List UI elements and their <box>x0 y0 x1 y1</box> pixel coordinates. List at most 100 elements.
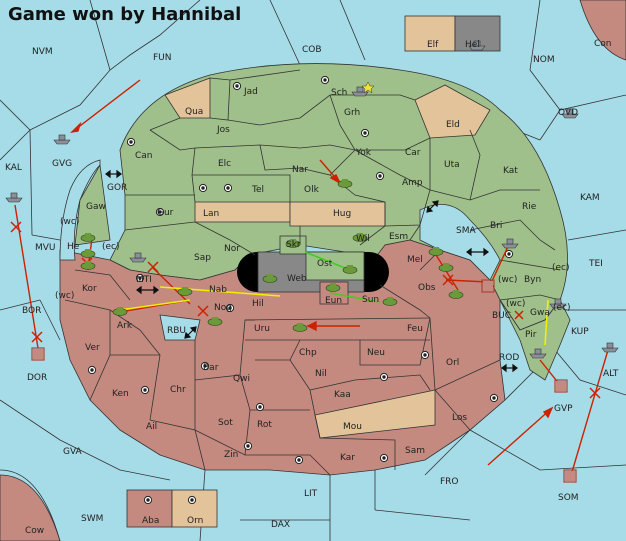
label-lit: LIT <box>304 489 318 499</box>
label-ovd: OVD <box>558 108 578 118</box>
label-sun: Sun <box>362 295 379 305</box>
label-elc: Elc <box>218 159 231 169</box>
label-wc-3: (wc) <box>55 291 74 301</box>
label-sap: Sap <box>194 253 211 263</box>
support-orders-yellow <box>119 286 549 346</box>
label-cow: Cow <box>25 526 44 536</box>
label-gva: GVA <box>63 447 83 457</box>
label-lan: Lan <box>203 209 219 219</box>
label-gur: Gur <box>157 208 174 218</box>
inner-bay-gor <box>59 159 101 261</box>
label-nab: Nab <box>209 285 227 295</box>
label-byn: Byn <box>524 275 541 285</box>
label-gor: GOR <box>107 183 127 193</box>
label-sam: Sam <box>405 446 425 456</box>
label-bar: Bar <box>203 363 219 373</box>
label-rie: Rie <box>522 202 537 212</box>
label-chr: Chr <box>170 385 186 395</box>
label-nor: Nor <box>224 244 240 254</box>
label-nvm: NVM <box>32 47 53 57</box>
label-obs: Obs <box>418 283 436 293</box>
game-title: Game won by Hannibal <box>8 4 241 25</box>
armies <box>80 179 464 332</box>
label-mou: Mou <box>343 422 362 432</box>
double-arrows <box>105 169 518 373</box>
label-ver: Ver <box>85 343 100 353</box>
label-olk: Olk <box>304 185 320 195</box>
label-rot: Rot <box>257 420 272 430</box>
label-gaw: Gaw <box>86 202 106 212</box>
dislodged-fills <box>33 281 575 481</box>
label-buc: BUC <box>492 311 511 321</box>
label-uta: Uta <box>444 160 460 170</box>
region-east-arm <box>499 299 571 381</box>
support-orders-green <box>304 251 381 303</box>
label-amp: Amp <box>402 178 423 188</box>
label-wc-4: (wc) <box>506 299 525 309</box>
label-ec-1: (ec) <box>102 242 120 252</box>
label-car: Car <box>405 148 421 158</box>
label-ail: Ail <box>146 422 157 432</box>
label-ark: Ark <box>117 321 133 331</box>
province-labels: NVM FUN COB NOM Con Elf Hel Jad Sch Qua … <box>5 39 619 536</box>
label-qua: Qua <box>185 107 203 117</box>
region-gaw <box>74 163 111 246</box>
label-som: SOM <box>558 493 579 503</box>
label-qwi: Qwi <box>233 374 250 384</box>
label-sch: Sch <box>331 88 347 98</box>
label-skr: Skr <box>286 240 301 250</box>
label-rod: ROD <box>499 353 519 363</box>
label-mti: MTI <box>136 275 152 285</box>
label-kat: Kat <box>503 166 518 176</box>
label-alt: ALT <box>603 369 619 379</box>
label-orn: Orn <box>187 516 203 526</box>
label-esm: Esm <box>389 232 408 242</box>
supply-centers <box>87 75 514 505</box>
red-borders <box>64 249 501 476</box>
label-con: Con <box>594 39 612 49</box>
label-tei: TEI <box>588 259 603 269</box>
dislodged-markers <box>31 279 577 483</box>
label-can: Can <box>135 151 153 161</box>
label-wil: Wil <box>356 234 370 244</box>
label-orl: Orl <box>446 358 459 368</box>
label-ec-2: (ec) <box>552 263 570 273</box>
fleets <box>5 40 619 359</box>
label-gvp: GVP <box>554 404 573 414</box>
label-feu: Feu <box>407 324 423 334</box>
label-jos: Jos <box>216 125 230 135</box>
label-grh: Grh <box>344 108 360 118</box>
label-ec-3: (ec) <box>553 303 571 313</box>
label-neu: Neu <box>367 348 385 358</box>
label-nom: NOM <box>533 55 555 65</box>
label-mvu: MVU <box>35 243 56 253</box>
label-swm: SWM <box>81 514 103 524</box>
label-gvg: GVG <box>52 159 72 169</box>
label-kal: KAL <box>5 163 22 173</box>
label-dor: DOR <box>27 373 47 383</box>
label-los: Los <box>452 413 467 423</box>
label-dax: DAX <box>271 520 290 530</box>
label-bri: Bri <box>490 221 502 231</box>
label-kor: Kor <box>82 284 97 294</box>
label-mel: Mel <box>407 255 423 265</box>
label-nil: Nil <box>315 369 327 379</box>
label-web: Web <box>287 274 307 284</box>
label-cob: COB <box>302 45 322 55</box>
label-kaa: Kaa <box>334 390 351 400</box>
label-chp: Chp <box>299 348 317 358</box>
label-elf: Elf <box>427 40 439 50</box>
label-uru: Uru <box>254 324 270 334</box>
inner-bay-sma <box>419 203 501 281</box>
region-orn <box>171 489 218 528</box>
label-gwa: Gwa <box>530 308 550 318</box>
green-borders <box>124 69 561 301</box>
label-sot: Sot <box>218 418 233 428</box>
label-jad: Jad <box>243 87 258 97</box>
label-ost: Ost <box>317 259 333 269</box>
label-aba: Aba <box>142 516 159 526</box>
label-zin: Zin <box>224 450 238 460</box>
label-tel: Tel <box>251 185 264 195</box>
label-ken: Ken <box>112 389 129 399</box>
region-eld <box>414 84 491 139</box>
